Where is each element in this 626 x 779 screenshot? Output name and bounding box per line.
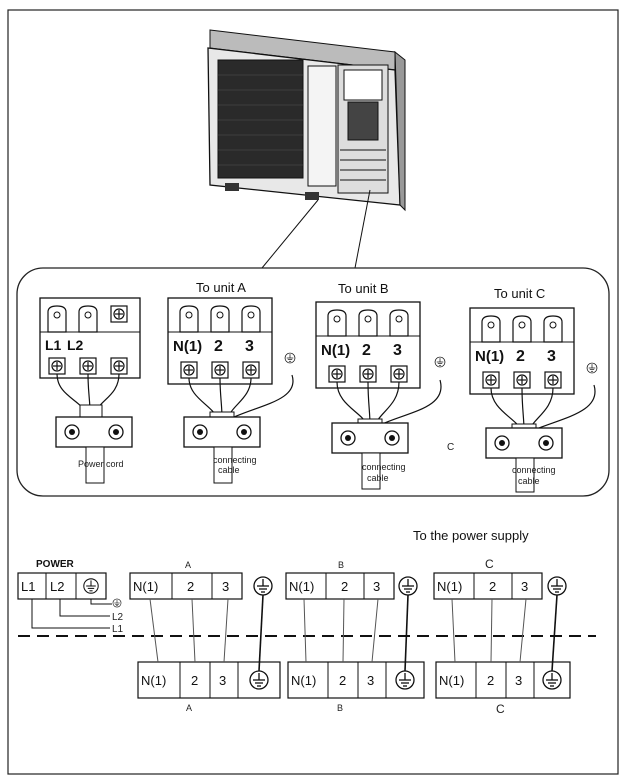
indoor-group-a: N(1) 2 3 A <box>137 661 281 713</box>
unit-a-cable-label-2: cable <box>218 465 240 475</box>
connecting-wires <box>149 594 558 672</box>
outdoor-a-terminal-3: 3 <box>222 579 229 594</box>
unit-b-terminal-3: 3 <box>393 342 402 359</box>
lead-label-l1: L1 <box>112 624 124 635</box>
outdoor-b-terminal-2: 2 <box>341 579 348 594</box>
indoor-c-terminal-3: 3 <box>515 673 522 688</box>
terminal-label-l2: L2 <box>67 337 84 353</box>
unit-b-terminal-n: N(1) <box>321 342 350 359</box>
power-block: POWER L1 L2 L2 L1 <box>17 559 124 635</box>
outdoor-c-terminal-n: N(1) <box>437 579 462 594</box>
power-terminal-l1: L1 <box>21 579 35 594</box>
unit-b-cable-label-1: connecting <box>362 462 406 472</box>
indoor-c-ground-icon <box>542 670 562 690</box>
indoor-a-terminal-2: 2 <box>191 673 198 688</box>
outdoor-group-c-label: C <box>485 557 494 571</box>
indoor-b-terminal-n: N(1) <box>291 673 316 688</box>
power-cord-label: Power cord <box>78 459 124 469</box>
unit-a-terminal-2: 2 <box>214 338 223 355</box>
outdoor-a-ground-icon <box>253 576 273 596</box>
unit-b-terminal-2: 2 <box>362 342 371 359</box>
outdoor-c-terminal-2: 2 <box>489 579 496 594</box>
indoor-b-ground-icon <box>395 670 415 690</box>
callout-line-right <box>354 189 371 269</box>
indoor-a-ground-icon <box>249 670 269 690</box>
stray-label-c: C <box>447 442 454 453</box>
outdoor-group-a-label: A <box>185 560 191 570</box>
unit-a-terminal-block: To unit A N(1) 2 3 connecting cable <box>167 280 296 484</box>
outdoor-a-terminal-2: 2 <box>187 579 194 594</box>
outdoor-group-b-label: B <box>338 560 344 570</box>
terminal-detail-panel <box>16 267 610 497</box>
unit-c-title: To unit C <box>494 286 545 301</box>
callout-line-left <box>261 199 319 269</box>
lead-ground-icon <box>112 598 122 608</box>
unit-c-terminal-2: 2 <box>516 348 525 365</box>
indoor-b-terminal-2: 2 <box>339 673 346 688</box>
outdoor-unit-illustration <box>207 29 406 212</box>
unit-a-title: To unit A <box>196 280 246 295</box>
indoor-group-c-label: C <box>496 702 505 716</box>
unit-a-terminal-3: 3 <box>245 338 254 355</box>
unit-c-terminal-3: 3 <box>547 348 556 365</box>
unit-a-cable-label-1: connecting <box>213 455 257 465</box>
outdoor-b-ground-icon <box>398 576 418 596</box>
power-label: POWER <box>36 559 75 570</box>
outdoor-group-c: C N(1) 2 3 <box>433 557 567 600</box>
lead-label-l2: L2 <box>112 612 124 623</box>
power-terminal-l2: L2 <box>50 579 64 594</box>
outdoor-group-a: A N(1) 2 3 <box>129 560 273 600</box>
unit-c-cable-label-1: connecting <box>512 465 556 475</box>
power-supply-caption: To the power supply <box>413 528 529 543</box>
unit-c-terminal-n: N(1) <box>475 348 504 365</box>
indoor-b-terminal-3: 3 <box>367 673 374 688</box>
indoor-a-terminal-n: N(1) <box>141 673 166 688</box>
outdoor-b-terminal-3: 3 <box>373 579 380 594</box>
power-terminal-block: L1 L2 Power cord <box>39 297 141 484</box>
ground-icon <box>83 578 99 594</box>
terminal-label-l1: L1 <box>45 337 62 353</box>
indoor-a-terminal-3: 3 <box>219 673 226 688</box>
unit-a-terminal-n: N(1) <box>173 338 202 355</box>
outdoor-a-terminal-n: N(1) <box>133 579 158 594</box>
indoor-group-a-label: A <box>186 703 192 713</box>
outdoor-b-terminal-n: N(1) <box>289 579 314 594</box>
indoor-group-b: N(1) 2 3 B <box>287 661 425 713</box>
indoor-group-b-label: B <box>337 703 343 713</box>
outdoor-c-ground-icon <box>547 576 567 596</box>
indoor-group-c: N(1) 2 3 C <box>435 661 571 716</box>
unit-b-cable-label-2: cable <box>367 473 389 483</box>
unit-c-terminal-block: To unit C N(1) 2 3 connecting cable <box>469 286 598 493</box>
unit-c-cable-label-2: cable <box>518 476 540 486</box>
outdoor-c-terminal-3: 3 <box>521 579 528 594</box>
unit-b-terminal-block: To unit B N(1) 2 3 connecting cable C <box>315 281 454 490</box>
indoor-c-terminal-2: 2 <box>487 673 494 688</box>
unit-b-title: To unit B <box>338 281 389 296</box>
indoor-c-terminal-n: N(1) <box>439 673 464 688</box>
outdoor-group-b: B N(1) 2 3 <box>285 560 418 600</box>
